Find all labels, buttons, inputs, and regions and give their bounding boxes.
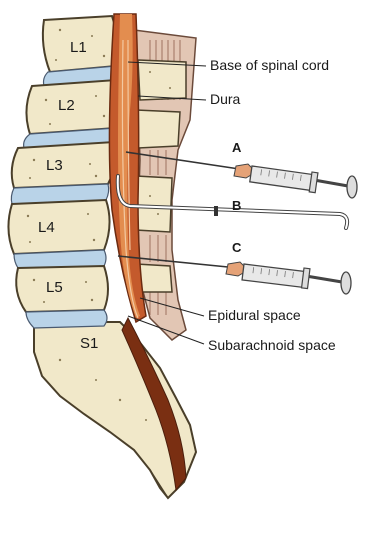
marker-a: A xyxy=(232,140,242,155)
label-l2: L2 xyxy=(58,97,75,114)
catheter-marker xyxy=(214,206,218,216)
label-dura: Dura xyxy=(210,91,241,107)
plunger-cap-c xyxy=(341,272,351,294)
plunger-cap-a xyxy=(347,176,357,198)
plunger-c xyxy=(306,276,342,282)
label-l1: L1 xyxy=(70,39,87,56)
label-l3: L3 xyxy=(46,157,63,174)
label-l5: L5 xyxy=(46,279,63,296)
label-base-spinal-cord: Base of spinal cord xyxy=(210,57,329,73)
label-l4: L4 xyxy=(38,219,55,236)
plunger-a xyxy=(314,180,348,186)
barrel-a xyxy=(250,166,314,190)
vertebral-bodies xyxy=(8,16,120,328)
vertebra-l3 xyxy=(12,142,116,188)
label-subarachnoid-space: Subarachnoid space xyxy=(208,337,336,353)
label-epidural-space: Epidural space xyxy=(208,307,301,323)
disc-l5-s1 xyxy=(26,310,107,328)
barrel-c xyxy=(242,264,305,287)
marker-b: B xyxy=(232,198,241,213)
label-s1: S1 xyxy=(80,335,98,352)
vertebra-l4 xyxy=(8,200,109,254)
marker-c: C xyxy=(232,240,242,255)
